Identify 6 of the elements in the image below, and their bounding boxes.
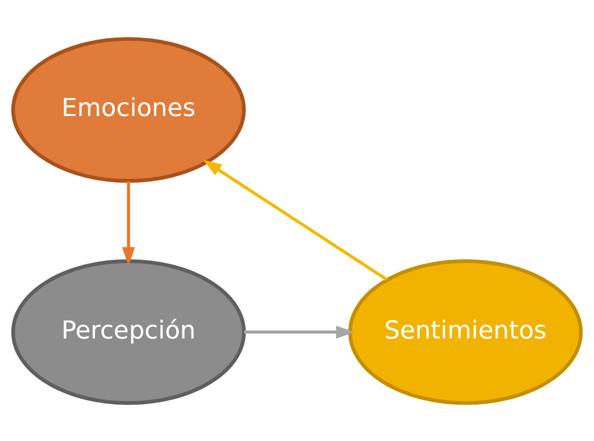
node-ellipse: Percepción xyxy=(11,258,246,404)
node-ellipse: Emociones xyxy=(11,36,246,182)
node-ellipse: Sentimientos xyxy=(348,258,583,404)
arrow xyxy=(244,325,355,338)
arrow xyxy=(122,180,135,266)
arrow xyxy=(203,159,388,280)
